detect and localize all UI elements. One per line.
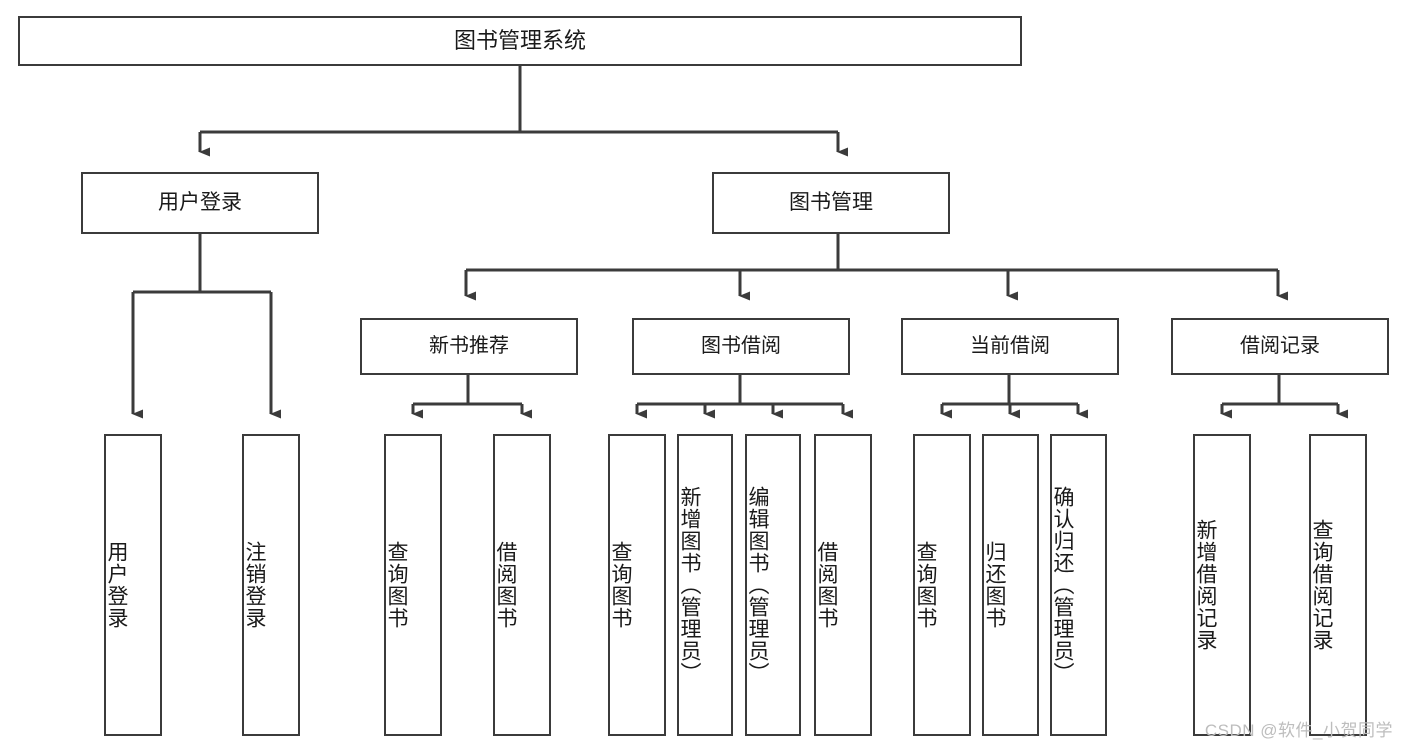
node-book-management-label: 图书管理 bbox=[789, 191, 873, 215]
node-current-borrow[interactable]: 当前借阅 bbox=[901, 318, 1119, 375]
leaf-new-book-borrow[interactable]: 借阅图书 bbox=[493, 434, 551, 736]
leaf-new-book-query-label: 查询图书 bbox=[385, 541, 408, 629]
leaf-current-query-book[interactable]: 查询图书 bbox=[913, 434, 971, 736]
node-user-login[interactable]: 用户登录 bbox=[81, 172, 319, 234]
leaf-borrow-borrow-book[interactable]: 借阅图书 bbox=[814, 434, 872, 736]
leaf-current-return-book[interactable]: 归还图书 bbox=[982, 434, 1039, 736]
node-borrow-record-label: 借阅记录 bbox=[1240, 335, 1320, 358]
leaf-record-query-label: 查询借阅记录 bbox=[1310, 519, 1333, 651]
leaf-record-query[interactable]: 查询借阅记录 bbox=[1309, 434, 1367, 736]
leaf-borrow-query-book-label: 查询图书 bbox=[609, 541, 632, 629]
leaf-borrow-add-book-admin-label: 新增图书（管理员） bbox=[678, 486, 701, 684]
csdn-watermark: CSDN @软件_小贺同学 bbox=[1204, 721, 1393, 740]
leaf-user-login-signout[interactable]: 注销登录 bbox=[242, 434, 300, 736]
leaf-current-confirm-return-admin[interactable]: 确认归还（管理员） bbox=[1050, 434, 1107, 736]
node-book-management[interactable]: 图书管理 bbox=[712, 172, 950, 234]
leaf-new-book-query[interactable]: 查询图书 bbox=[384, 434, 442, 736]
leaf-new-book-borrow-label: 借阅图书 bbox=[494, 541, 517, 629]
leaf-borrow-borrow-book-label: 借阅图书 bbox=[815, 541, 838, 629]
leaf-current-return-book-label: 归还图书 bbox=[983, 541, 1006, 629]
leaf-current-query-book-label: 查询图书 bbox=[914, 541, 937, 629]
leaf-user-login-signin[interactable]: 用户登录 bbox=[104, 434, 162, 736]
node-new-book-recommend[interactable]: 新书推荐 bbox=[360, 318, 578, 375]
leaf-user-login-signin-label: 用户登录 bbox=[105, 541, 128, 629]
leaf-borrow-edit-book-admin[interactable]: 编辑图书（管理员） bbox=[745, 434, 801, 736]
node-root-system-label: 图书管理系统 bbox=[453, 27, 586, 53]
leaf-current-confirm-return-admin-label: 确认归还（管理员） bbox=[1051, 486, 1074, 684]
node-borrow-record[interactable]: 借阅记录 bbox=[1171, 318, 1389, 375]
node-current-borrow-label: 当前借阅 bbox=[970, 335, 1050, 358]
leaf-record-add-label: 新增借阅记录 bbox=[1194, 519, 1217, 651]
node-book-borrow[interactable]: 图书借阅 bbox=[632, 318, 850, 375]
node-root-system[interactable]: 图书管理系统 bbox=[18, 16, 1022, 66]
leaf-borrow-query-book[interactable]: 查询图书 bbox=[608, 434, 666, 736]
leaf-borrow-edit-book-admin-label: 编辑图书（管理员） bbox=[746, 486, 769, 684]
node-book-borrow-label: 图书借阅 bbox=[701, 335, 781, 358]
leaf-record-add[interactable]: 新增借阅记录 bbox=[1193, 434, 1251, 736]
leaf-borrow-add-book-admin[interactable]: 新增图书（管理员） bbox=[677, 434, 733, 736]
node-new-book-recommend-label: 新书推荐 bbox=[429, 335, 509, 358]
leaf-user-login-signout-label: 注销登录 bbox=[243, 541, 266, 629]
node-user-login-label: 用户登录 bbox=[158, 191, 242, 215]
